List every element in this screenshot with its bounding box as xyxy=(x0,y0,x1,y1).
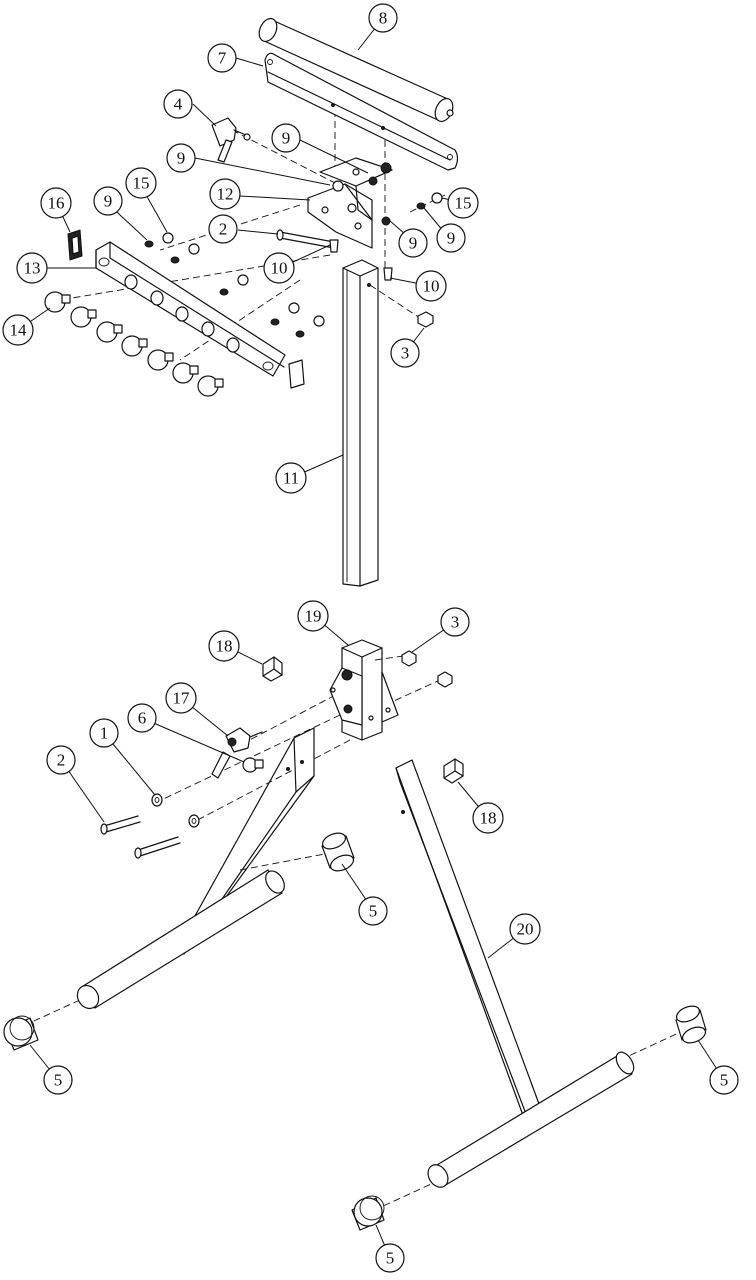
svg-text:14: 14 xyxy=(10,321,28,340)
roller-bracket-part xyxy=(264,52,459,171)
foot-parts xyxy=(44,291,224,397)
callout-9-upper-left: 9 xyxy=(166,143,196,173)
svg-text:6: 6 xyxy=(138,709,147,728)
left-leg-assembly xyxy=(76,727,315,1010)
callout-3-lower: 3 xyxy=(440,607,470,637)
callout-16: 16 xyxy=(40,187,72,219)
svg-text:13: 13 xyxy=(24,259,41,278)
callout-7: 7 xyxy=(207,43,237,73)
callout-3-upper: 3 xyxy=(390,338,420,368)
svg-text:12: 12 xyxy=(217,185,234,204)
svg-text:16: 16 xyxy=(48,194,65,213)
callout-1: 1 xyxy=(89,718,119,748)
callout-2-lower: 2 xyxy=(46,745,76,775)
svg-text:9: 9 xyxy=(177,149,186,168)
callout-20: 20 xyxy=(509,913,541,945)
svg-text:5: 5 xyxy=(54,1071,63,1090)
svg-text:9: 9 xyxy=(447,229,456,248)
washer-part xyxy=(151,793,200,828)
svg-text:10: 10 xyxy=(423,277,440,296)
callout-18-right: 18 xyxy=(472,802,504,834)
lower-bolt-parts xyxy=(100,815,181,859)
callout-14: 14 xyxy=(2,314,34,346)
svg-text:2: 2 xyxy=(57,751,66,770)
svg-text:18: 18 xyxy=(480,809,497,828)
callout-9-top: 9 xyxy=(271,123,301,153)
svg-text:1: 1 xyxy=(100,724,109,743)
svg-text:3: 3 xyxy=(401,344,410,363)
svg-text:9: 9 xyxy=(282,129,291,148)
svg-text:18: 18 xyxy=(216,637,233,656)
adjustment-bar-part xyxy=(95,241,286,377)
callout-15-left: 15 xyxy=(125,167,157,199)
callout-9-right-b: 9 xyxy=(436,223,466,253)
svg-text:9: 9 xyxy=(104,192,113,211)
svg-text:4: 4 xyxy=(174,95,183,114)
tube-bracket-part xyxy=(329,639,399,741)
callout-5-bottom: 5 xyxy=(375,1243,405,1273)
svg-text:15: 15 xyxy=(455,194,472,213)
svg-text:3: 3 xyxy=(451,613,460,632)
nut-part-upper xyxy=(417,311,434,328)
knob-handle-part xyxy=(211,117,251,163)
svg-text:7: 7 xyxy=(218,49,227,68)
callout-11: 11 xyxy=(275,462,307,494)
svg-text:20: 20 xyxy=(517,920,534,939)
callout-2-upper: 2 xyxy=(208,214,238,244)
callout-10-right: 10 xyxy=(415,270,447,302)
svg-text:5: 5 xyxy=(369,902,378,921)
callout-18-left: 18 xyxy=(208,630,240,662)
callout-17: 17 xyxy=(165,682,197,714)
svg-text:5: 5 xyxy=(386,1249,395,1268)
square-cap-parts xyxy=(262,656,464,784)
callout-5-right: 5 xyxy=(709,1065,739,1095)
square-tube-part xyxy=(342,259,379,587)
right-leg-assembly xyxy=(395,759,635,1188)
nut-parts-lower xyxy=(401,650,453,688)
callout-12: 12 xyxy=(209,178,241,210)
upper-bolt-part xyxy=(276,229,335,249)
callout-9-right-a: 9 xyxy=(398,228,428,258)
roller-part xyxy=(258,17,454,123)
top-plate-part xyxy=(307,157,393,249)
callout-5-left: 5 xyxy=(43,1065,73,1095)
callout-15-right: 15 xyxy=(447,187,479,219)
svg-text:15: 15 xyxy=(133,174,150,193)
callout-6: 6 xyxy=(127,703,157,733)
callout-5-top: 5 xyxy=(358,896,388,926)
svg-text:11: 11 xyxy=(283,469,299,488)
round-cap-parts xyxy=(3,832,707,1231)
end-cap-parts xyxy=(67,229,305,389)
svg-text:17: 17 xyxy=(173,689,191,708)
svg-text:2: 2 xyxy=(219,220,228,239)
svg-text:10: 10 xyxy=(271,259,288,278)
callout-10-left: 10 xyxy=(263,252,295,284)
callout-13: 13 xyxy=(16,252,48,284)
washer-nut-parts xyxy=(144,192,443,338)
svg-text:5: 5 xyxy=(720,1071,729,1090)
knob-part xyxy=(242,757,264,773)
callout-8: 8 xyxy=(368,3,398,33)
callout-9-left: 9 xyxy=(93,186,123,216)
svg-text:19: 19 xyxy=(305,607,322,626)
screw-parts xyxy=(329,239,393,281)
callout-4: 4 xyxy=(163,89,193,119)
svg-text:9: 9 xyxy=(409,234,418,253)
callout-19: 19 xyxy=(297,600,329,632)
svg-text:8: 8 xyxy=(379,9,388,28)
